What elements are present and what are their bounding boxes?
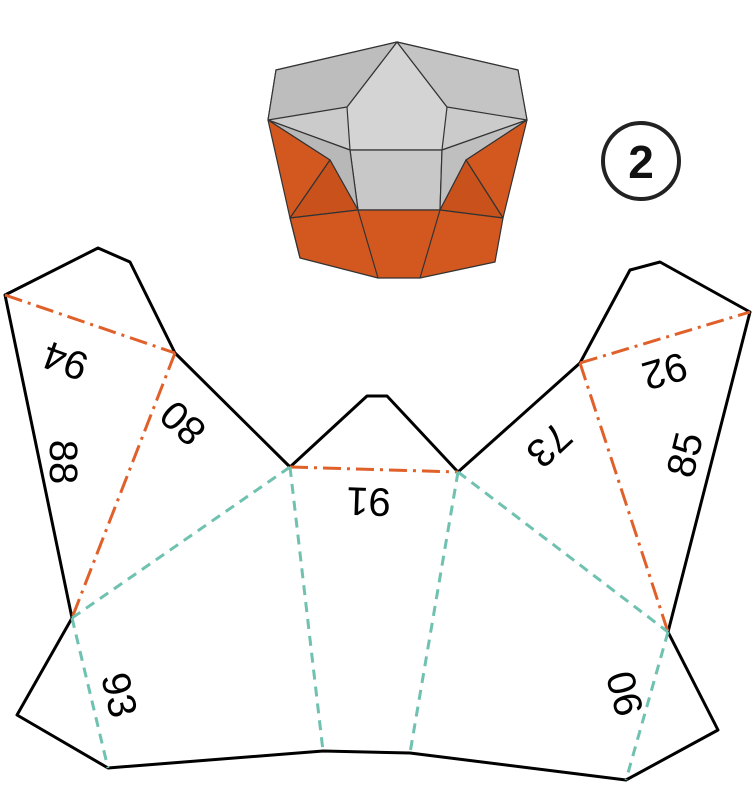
edge-labels: 94 88 80 91 73 92 85 93 90 <box>37 332 712 722</box>
model-middle-front <box>349 149 443 211</box>
valley-folds <box>70 465 670 781</box>
edge-label-73: 73 <box>518 413 581 476</box>
step-number-badge: 2 <box>601 121 681 201</box>
step-number: 2 <box>628 136 654 188</box>
model-orange-bottom <box>289 209 504 279</box>
edge-label-90: 90 <box>598 666 652 720</box>
edge-label-94: 94 <box>37 332 94 389</box>
model-top-right-face <box>396 41 528 121</box>
edge-label-92: 92 <box>637 343 692 398</box>
edge-label-85: 85 <box>659 428 712 482</box>
model-preview <box>267 41 528 279</box>
edge-label-91: 91 <box>346 478 392 524</box>
net-outline <box>3 246 752 782</box>
edge-label-93: 93 <box>92 668 145 721</box>
mountain-folds <box>4 293 751 633</box>
edge-label-88: 88 <box>41 440 85 485</box>
model-top-left-face <box>267 41 398 121</box>
edge-label-80: 80 <box>152 391 215 453</box>
